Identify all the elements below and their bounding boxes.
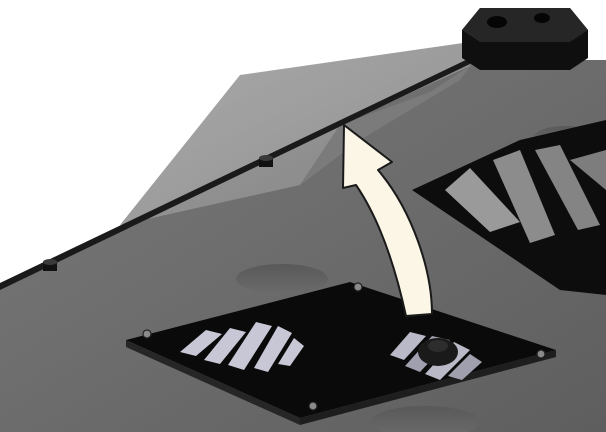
- recess-disc: [236, 264, 328, 294]
- mounting-pin: [259, 155, 273, 167]
- mounting-pin: [43, 259, 57, 271]
- corner-knob-icon: [462, 8, 588, 70]
